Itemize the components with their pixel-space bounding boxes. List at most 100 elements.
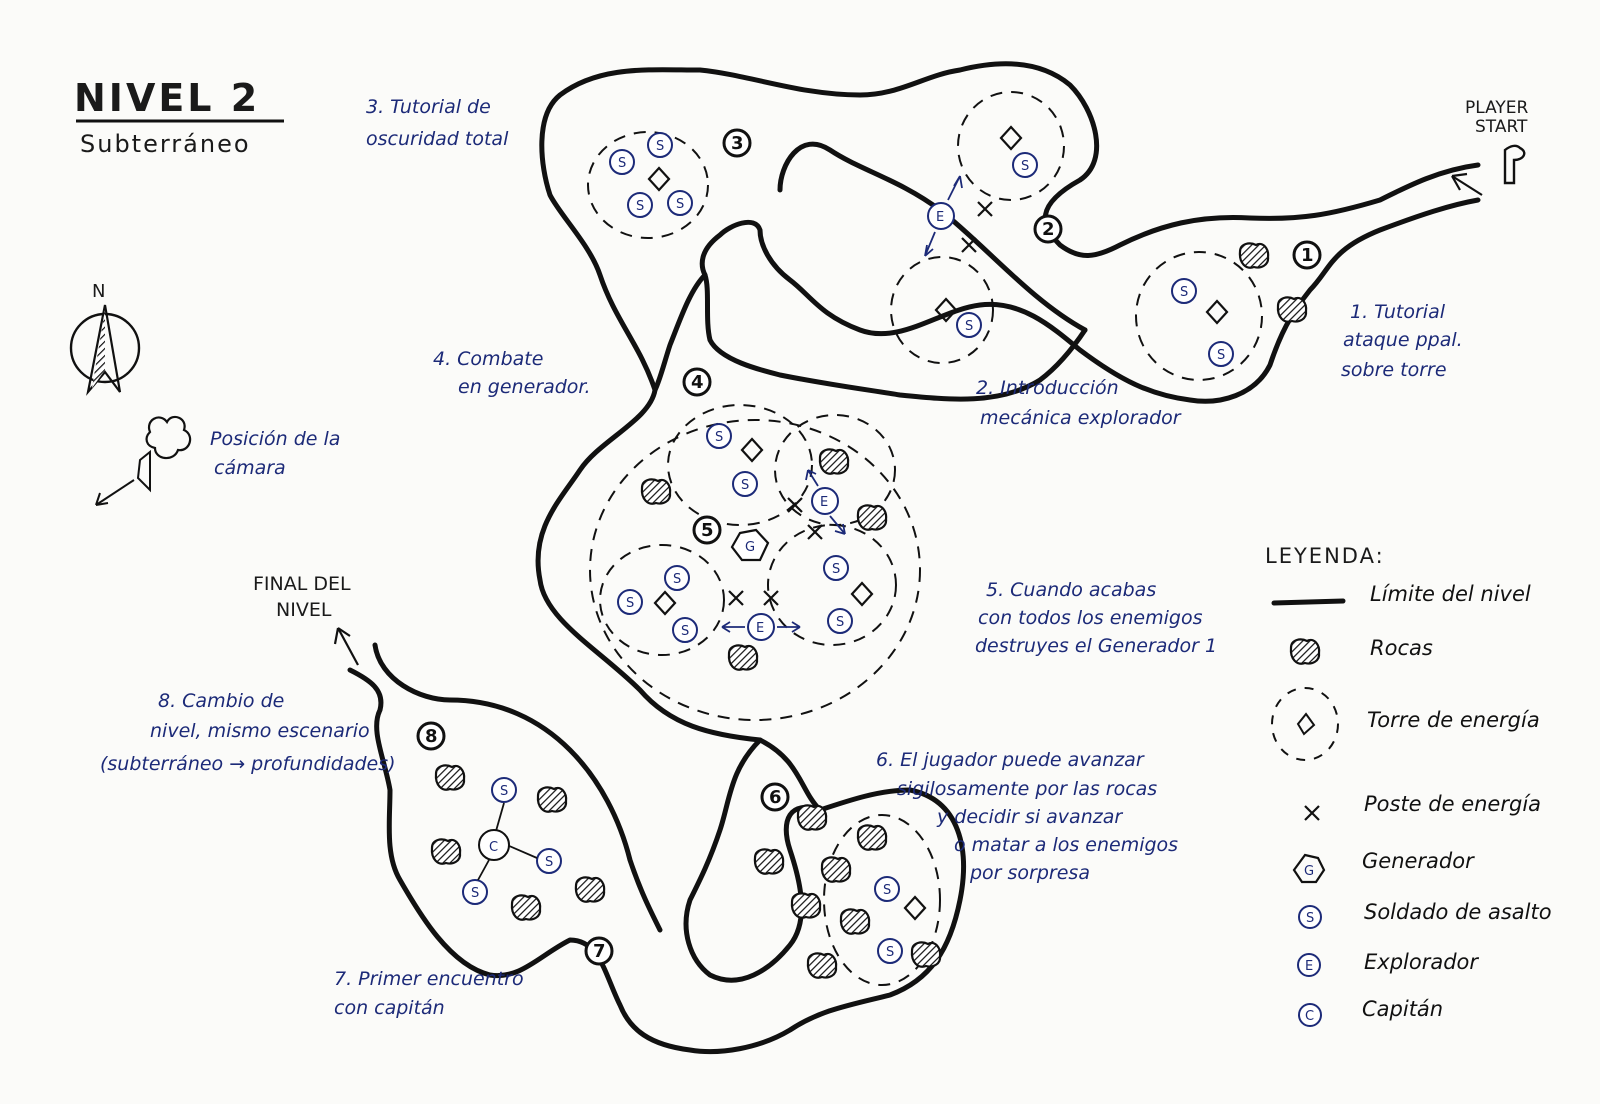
rock-icon [839, 908, 871, 935]
legend-label-tower: Torre de energía [1367, 708, 1540, 732]
svg-text:S: S [626, 596, 634, 611]
level-boundary [347, 61, 1481, 1055]
start-arrow-icon [1451, 172, 1483, 196]
note-2-line1: 2. Introducción [976, 377, 1119, 399]
energy-tower-icon [740, 437, 764, 463]
energy-post-icon [1303, 804, 1321, 822]
note-7-line2: con capitán [334, 997, 445, 1019]
svg-text:8: 8 [425, 726, 438, 747]
explorer-icon: E [811, 487, 839, 515]
rock-icon [820, 856, 852, 883]
note-4-line2: en generador. [458, 376, 591, 398]
svg-text:S: S [500, 784, 508, 799]
soldier-icon: S [823, 555, 849, 581]
energy-post-icon [960, 236, 978, 254]
camera-icon [95, 415, 192, 506]
svg-text:S: S [965, 319, 973, 334]
soldier-icon: S [647, 132, 673, 158]
soldier-icon: S [664, 565, 690, 591]
zone-notes: 1. Tutorial ataque ppal. sobre torre 2. … [100, 96, 1463, 1019]
svg-text:E: E [936, 210, 944, 225]
energy-tower-icon [1205, 299, 1229, 325]
energy-tower-icon [903, 895, 927, 921]
player-start-label-line2: START [1475, 117, 1528, 137]
rock-icon [727, 644, 759, 671]
rock-icon [910, 941, 942, 968]
soldier-icon: S [1298, 905, 1322, 929]
legend-label-boundary: Límite del nivel [1370, 582, 1531, 606]
map-subtitle: Subterráneo [80, 130, 251, 158]
svg-text:5: 5 [701, 520, 714, 541]
note-4-line1: 4. Combate [433, 348, 543, 370]
note-3-line1: 3. Tutorial de [366, 96, 491, 118]
note-8-line3: (subterráneo → profundidades) [100, 753, 396, 775]
explorer-icon: E [927, 202, 955, 230]
svg-text:S: S [545, 855, 553, 870]
svg-text:S: S [1217, 348, 1225, 363]
svg-text:G: G [1304, 864, 1314, 879]
svg-text:2: 2 [1042, 219, 1055, 240]
captain-icon: C [477, 802, 538, 881]
svg-text:3: 3 [731, 133, 744, 154]
soldier-icon: S [1012, 152, 1038, 178]
energy-tower-icon [653, 590, 677, 616]
zone-marker-4: 4 [682, 367, 712, 397]
energy-post-icon [727, 589, 745, 607]
camera-label-line2: cámara [214, 457, 286, 479]
explorer-icon: E [1297, 953, 1321, 977]
rock-icon [536, 786, 568, 813]
captain-icon: C [1298, 1003, 1322, 1027]
tower-ranges [587, 91, 1263, 986]
soldier-icon: S [672, 617, 698, 643]
svg-text:S: S [1306, 911, 1314, 926]
svg-text:4: 4 [691, 372, 704, 393]
note-8-line2: nivel, mismo escenario [150, 720, 370, 742]
zone-markers: 1 2 3 4 5 6 7 8 [416, 128, 1322, 966]
soldier-icon: S [609, 149, 635, 175]
svg-text:C: C [489, 840, 498, 855]
rock-icon [790, 892, 822, 919]
note-6-line2: sigilosamente por las rocas [897, 778, 1157, 800]
legend-label-soldier: Soldado de asalto [1364, 900, 1552, 924]
soldier-icon: S [877, 938, 903, 964]
soldier-icon: S [706, 423, 732, 449]
note-6-line3: y decidir si avanzar [936, 806, 1123, 828]
legend-label-captain: Capitán [1362, 997, 1443, 1021]
svg-text:E: E [756, 621, 764, 636]
note-8-line1: 8. Cambio de [158, 690, 284, 712]
player-start-flag-icon [1503, 144, 1526, 185]
soldier-icon: S [491, 777, 517, 803]
legend-title: LEYENDA: [1265, 544, 1385, 568]
zone-marker-3: 3 [722, 128, 752, 158]
rock-icon [640, 478, 672, 505]
energy-post-icon [976, 200, 994, 218]
zone-marker-5: 5 [692, 515, 722, 545]
zone-marker-7: 7 [584, 936, 614, 966]
rock-icon [753, 848, 785, 875]
soldier-icon: S [1208, 341, 1234, 367]
svg-text:S: S [673, 572, 681, 587]
soldier-icon: S [874, 876, 900, 902]
svg-text:E: E [1305, 959, 1313, 974]
rock-icon [1289, 638, 1321, 665]
legend-label-explorer: Explorador [1364, 950, 1479, 974]
rock-icon [574, 876, 606, 903]
svg-text:S: S [883, 883, 891, 898]
rock-icon [1238, 242, 1270, 269]
energy-tower-icon [850, 581, 874, 607]
soldier-icon: S [732, 471, 758, 497]
legend-label-generator: Generador [1362, 849, 1475, 873]
compass-label: N [92, 281, 105, 302]
note-5-line3: destruyes el Generador 1 [975, 635, 1217, 657]
soldiers: S S S S S S S S S S S S S S S S S S S S [462, 132, 1234, 964]
svg-text:G: G [745, 540, 755, 555]
svg-text:S: S [656, 139, 664, 154]
energy-tower-icon [647, 166, 671, 192]
svg-text:S: S [1180, 285, 1188, 300]
energy-tower-icon [1271, 687, 1339, 761]
final-label-line2: NIVEL [276, 599, 332, 621]
boundary-line-icon [1271, 598, 1346, 606]
svg-text:S: S [836, 615, 844, 630]
svg-text:S: S [676, 197, 684, 212]
compass-icon [69, 304, 141, 396]
